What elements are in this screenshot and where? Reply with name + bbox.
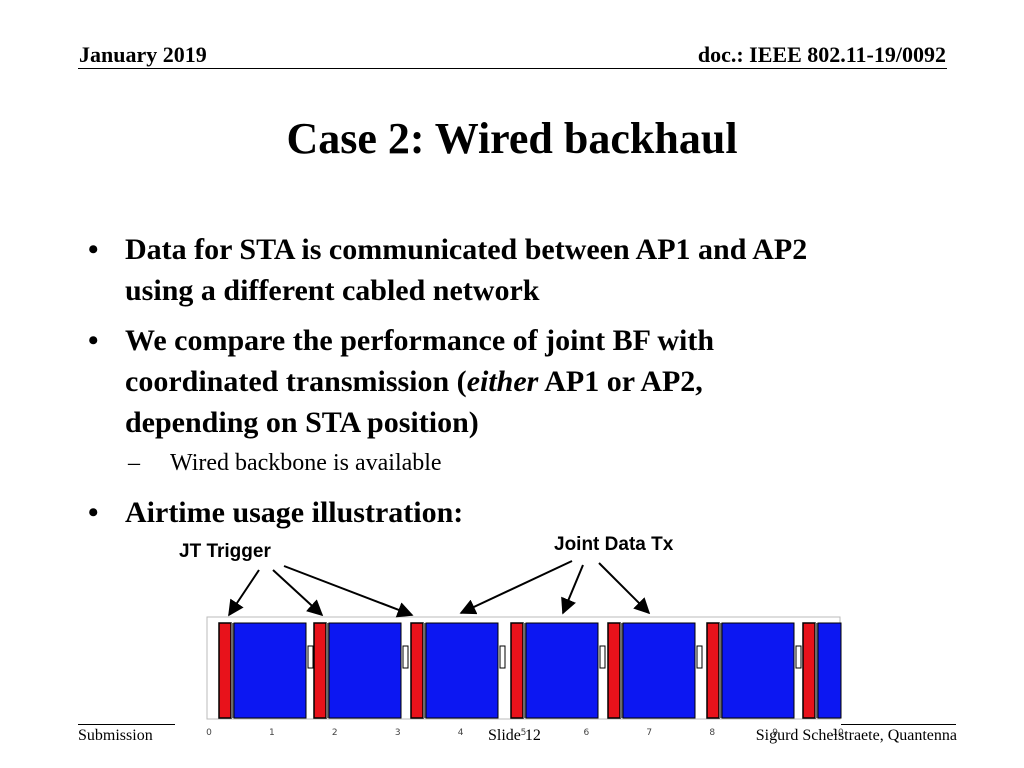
axis-tick-label: 1 [269,728,275,738]
trigger-block [313,622,327,719]
bullet-1-line-2: using a different cabled network [125,274,540,307]
footer-rule-right [841,724,956,725]
bullet-2-line-1: We compare the performance of joint BF w… [125,324,715,357]
guard-interval [815,623,818,718]
ack-block [402,645,409,669]
arrow-trigger-1 [228,569,260,617]
bullet-1-symbol: • [88,233,99,266]
label-joint-data-tx: Joint Data Tx [554,534,674,555]
sub-bullet-symbol: – [128,450,140,476]
bullet-2-line-2a: coordinated transmission ( [125,365,467,398]
axis-tick-label: 5 [521,728,527,738]
header-rule [78,68,947,69]
data-block [817,622,842,719]
guard-interval [523,623,526,718]
arrow-data-2 [561,564,584,615]
data-block [328,622,402,719]
guard-interval [231,623,234,718]
axis-tick-label: 2 [332,728,338,738]
axis-tick-label: 0 [206,728,212,738]
header-doc-id: doc.: IEEE 802.11-19/0092 [697,42,946,67]
axis-tick-label: 10 [832,728,844,738]
arrow-data-3 [598,562,651,615]
guard-interval [719,623,722,718]
bullet-2-emphasis: either [466,365,539,398]
footer-slide-number: Slide 12 [488,727,541,744]
slide-title: Case 2: Wired backhaul [286,114,738,163]
label-jt-trigger: JT Trigger [179,541,271,562]
data-block [721,622,795,719]
guard-interval [326,623,329,718]
trigger-block [706,622,720,719]
arrow-data-1 [459,560,573,615]
trigger-block [218,622,232,719]
footer-rule-left [78,724,175,725]
ack-block [599,645,606,669]
arrow-trigger-3 [283,565,414,618]
data-block [233,622,307,719]
trigger-block [802,622,816,719]
trigger-block [510,622,524,719]
bullet-1-line-1: Data for STA is communicated between AP1… [125,233,808,266]
guard-interval [620,623,623,718]
airtime-blocks [218,622,842,719]
axis-tick-label: 6 [584,728,590,738]
footer-submission: Submission [78,727,153,744]
axis-tick-label: 3 [395,728,401,738]
trigger-block [607,622,621,719]
bullet-3-symbol: • [88,496,99,529]
axis-tick-label: 4 [458,728,464,738]
guard-interval [423,623,426,718]
footer-author: Sigurd Schelstraete, Quantenna [755,727,957,744]
axis-tick-label: 9 [772,728,778,738]
axis-ticks: 0 1 2 3 4 5 6 7 8 9 10 [206,728,844,738]
trigger-block [410,622,424,719]
data-block [622,622,696,719]
ack-block [795,645,802,669]
ack-block [307,645,314,669]
bullet-2-line-2: coordinated transmission (either AP1 or … [125,361,925,402]
bullet-2-line-2b: AP1 or AP2, [538,365,703,398]
ack-block [499,645,506,669]
bullet-2-line-3: depending on STA position) [125,406,479,439]
sub-bullet-text: Wired backbone is available [170,450,442,476]
data-block [425,622,499,719]
bullet-2-symbol: • [88,324,99,357]
ack-block [696,645,703,669]
arrow-trigger-2 [272,569,324,617]
data-block [525,622,599,719]
axis-tick-label: 7 [646,728,652,738]
header-date: January 2019 [79,42,207,67]
axis-tick-label: 8 [709,728,715,738]
bullet-3-line-1: Airtime usage illustration: [125,496,464,529]
